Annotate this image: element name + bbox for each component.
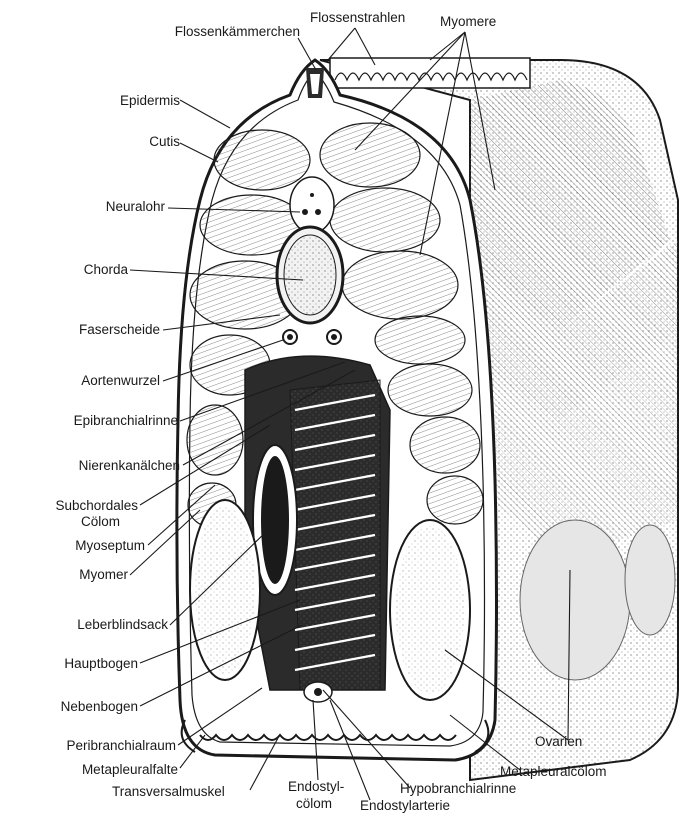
label-transversalmuskel: Transversalmuskel — [112, 784, 225, 799]
label-chorda: Chorda — [20, 262, 128, 277]
fin-chamber — [306, 68, 324, 98]
label-flossenstrahlen: Flossenstrahlen — [310, 10, 405, 25]
label-colom: Cölom — [10, 514, 120, 529]
label-myomer: Myomer — [10, 567, 128, 582]
label-epibranchialrinne: Epibranchialrinne — [10, 413, 178, 428]
label-metapleuralfalte: Metapleuralfalte — [10, 762, 178, 777]
label-endostyl: Endostyl- — [288, 779, 344, 794]
label-peribranchialraum: Peribranchialraum — [10, 738, 176, 753]
label-endostyl-colom: cölom — [296, 796, 332, 811]
label-neuralohr: Neuralohr — [50, 199, 165, 214]
label-myoseptum: Myoseptum — [10, 538, 145, 553]
label-hypobranchialrinne: Hypobranchialrinne — [400, 781, 516, 796]
dorsal-fin-strip — [330, 58, 530, 88]
label-hauptbogen: Hauptbogen — [10, 656, 138, 671]
label-endostylarterie: Endostylarterie — [360, 798, 450, 813]
label-aortenwurzel: Aortenwurzel — [10, 373, 160, 388]
label-myomere: Myomere — [440, 14, 496, 29]
label-faserscheide: Faserscheide — [10, 322, 160, 337]
endostyle — [304, 682, 332, 702]
neural-tube — [290, 177, 334, 233]
label-subchordales: Subchordales — [10, 498, 138, 513]
chorda — [277, 227, 343, 323]
label-metapleuralcolom: Metapleuralcölom — [500, 764, 607, 779]
label-nebenbogen: Nebenbogen — [10, 699, 138, 714]
label-cutis: Cutis — [60, 134, 180, 149]
label-epidermis: Epidermis — [60, 93, 180, 108]
label-ovarien: Ovarien — [535, 734, 582, 749]
gonad-left — [190, 500, 260, 680]
gonad-right — [390, 520, 470, 700]
label-flossenkammerchen: Flossenkämmerchen — [140, 24, 300, 39]
label-nierenkanalchen: Nierenkanälchen — [10, 458, 180, 473]
label-leberblindsack: Leberblindsack — [10, 617, 168, 632]
